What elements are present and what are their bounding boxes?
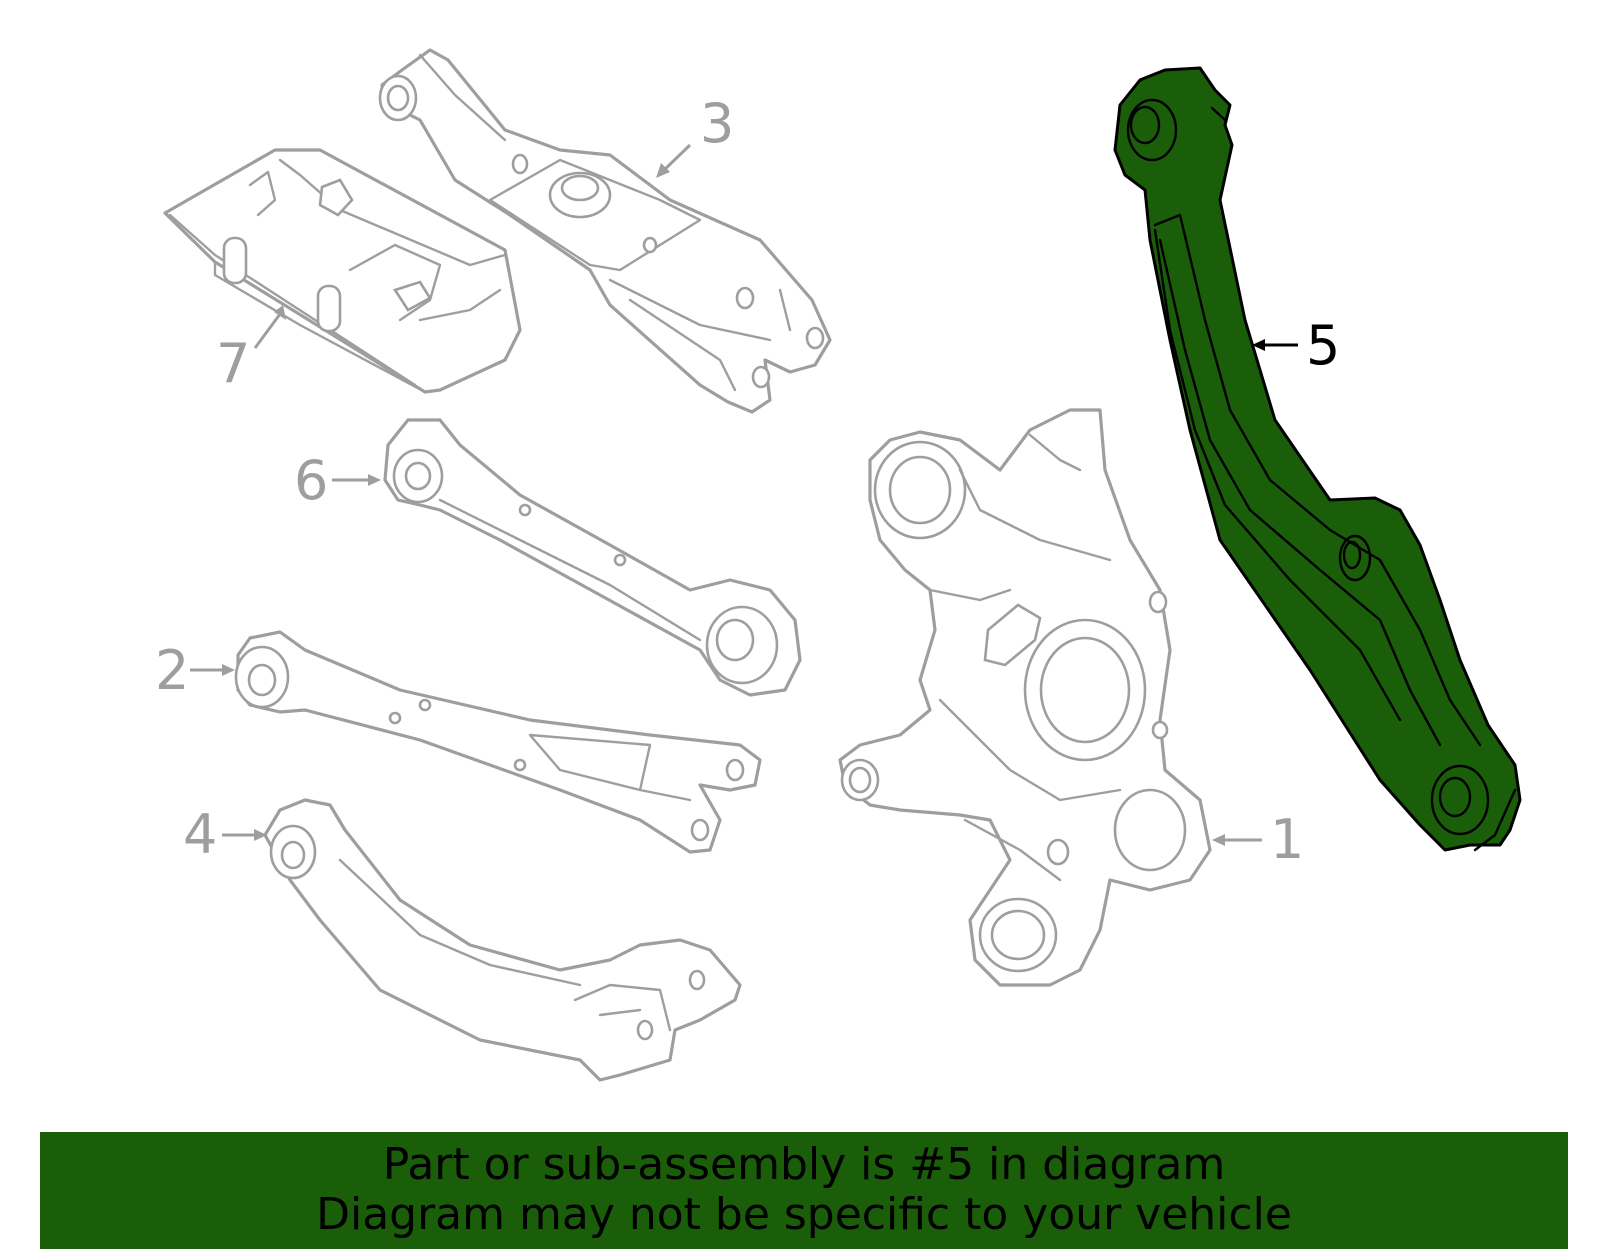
callout-2-label: 2 [155, 639, 189, 702]
callout-4: 4 [183, 803, 267, 866]
part-4-camber-link[interactable] [263, 798, 742, 1082]
callout-1-label: 1 [1270, 808, 1304, 871]
part-6-upper-link[interactable] [383, 418, 802, 697]
callout-2: 2 [155, 639, 235, 702]
callout-7-label: 7 [216, 332, 250, 395]
callout-5: 5 [1252, 314, 1340, 377]
banner-line-2: Diagram may not be specific to your vehi… [316, 1189, 1292, 1240]
callout-3-label: 3 [700, 92, 734, 155]
part-5-control-arm-highlighted[interactable] [1113, 66, 1522, 852]
callout-4-label: 4 [183, 803, 217, 866]
banner-line-1: Part or sub-assembly is #5 in diagram [382, 1139, 1226, 1190]
callout-5-label: 5 [1306, 314, 1340, 377]
callout-7: 7 [216, 305, 286, 395]
part-7-subframe-bracket[interactable] [163, 148, 522, 394]
callout-6-label: 6 [294, 449, 328, 512]
part-3-lower-control-arm[interactable] [378, 48, 832, 414]
callout-1: 1 [1212, 808, 1304, 871]
part-1-knuckle[interactable] [838, 408, 1212, 987]
info-banner: Part or sub-assembly is #5 in diagram Di… [40, 1132, 1568, 1249]
part-2-lower-link[interactable] [234, 630, 762, 854]
callout-3: 3 [656, 92, 734, 178]
callout-6: 6 [294, 449, 381, 512]
